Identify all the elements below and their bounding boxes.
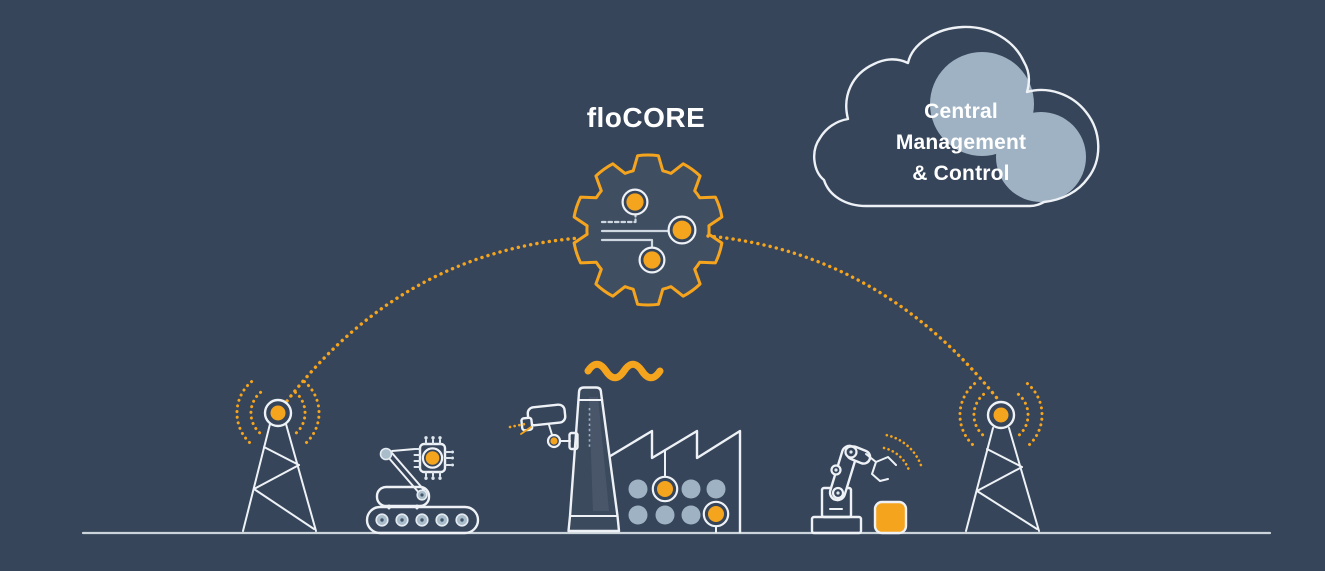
smoke-squiggle-icon: [584, 360, 664, 382]
factory-window: [706, 479, 726, 499]
cloud-outline: [813, 25, 1100, 208]
signal-wave-icon: [885, 433, 924, 470]
signal-wave-icon: [958, 382, 977, 448]
antenna-light: [270, 405, 286, 421]
camera-bracket: [568, 431, 579, 451]
chip-pins: [413, 439, 452, 477]
factory-window: [655, 505, 675, 525]
core-uplink-arcs: [285, 234, 1002, 404]
cloud-icon: Central Management & Control: [813, 25, 1100, 208]
chimney-highlight: [589, 397, 609, 511]
circuit-traces: [600, 229, 670, 249]
factory-window: [628, 479, 648, 499]
circuit-trace-dashed: [600, 213, 637, 224]
radio-tower-icon-right: [958, 382, 1044, 532]
tower-structure: [965, 427, 1040, 532]
sensor-window: [657, 481, 673, 497]
factory-window: [681, 505, 701, 525]
signal-wave-icon: [972, 392, 986, 438]
package-box-icon: [873, 500, 908, 535]
circuit-node: [626, 193, 644, 211]
chip-core: [425, 451, 440, 465]
circuit-node: [672, 220, 692, 240]
arm-base: [810, 515, 863, 535]
antenna-light: [993, 407, 1009, 423]
gear-circuit-icon: [572, 153, 724, 307]
gripper-claw: [865, 453, 897, 482]
signal-wave-icon: [302, 380, 321, 446]
cloud-label-line1: Central: [924, 100, 998, 123]
tracked-robot-chip-icon: [365, 436, 480, 535]
cloud-label-line3: & Control: [912, 162, 1009, 185]
flocore-label: floCORE: [587, 102, 706, 133]
circuit-node: [643, 251, 661, 269]
tower-structure: [242, 423, 317, 532]
signal-wave-icon: [1025, 382, 1044, 448]
core-to-right-tower-dotted-arc: [706, 234, 1002, 404]
arm-joint: [379, 447, 393, 461]
cloud-label-line2: Management: [896, 131, 1026, 154]
security-camera-icon: [508, 403, 579, 451]
robot-body: [375, 485, 431, 508]
factory-window: [628, 505, 648, 525]
sensor-window: [708, 506, 724, 522]
signal-wave-icon: [249, 390, 263, 436]
robotic-arm-icon: [810, 433, 924, 535]
signal-wave-icon: [1016, 392, 1030, 438]
chimney: [567, 386, 621, 533]
signal-wave-icon: [235, 380, 254, 446]
robot-arm-links: [387, 448, 425, 495]
camera-joint: [550, 437, 558, 445]
radio-tower-icon-left: [235, 380, 321, 532]
factory-chimney-icon: [567, 360, 742, 534]
factory-window: [681, 479, 701, 499]
left-tower-to-core-dotted-arc: [285, 236, 582, 403]
signal-wave-icon: [882, 446, 911, 474]
signal-wave-icon: [293, 390, 307, 436]
robot-track: [365, 505, 480, 535]
factory-roofline: [605, 429, 742, 534]
camera-beam: [520, 426, 532, 435]
chimney-bands: [569, 399, 619, 517]
cloud-fill-bubble: [996, 112, 1086, 202]
camera-body: [526, 403, 567, 427]
